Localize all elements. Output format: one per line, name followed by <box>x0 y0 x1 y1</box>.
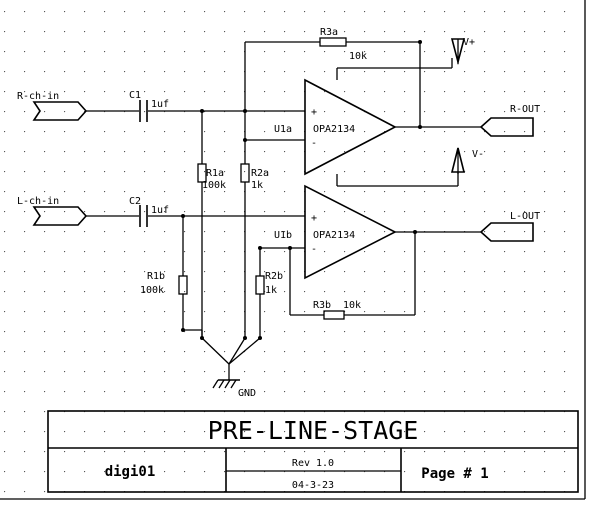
title-block-revision: Rev 1.0 <box>292 458 334 469</box>
r1b-ref: R1b <box>147 271 165 282</box>
junction-dot <box>413 230 417 234</box>
junction-dot <box>181 328 185 332</box>
u1b-ref: U1b <box>274 230 292 241</box>
capacitor-c1: C1 1uf <box>129 90 169 122</box>
r3b-ref: R3b <box>313 300 331 311</box>
title-block-author: digi01 <box>105 464 156 480</box>
power-symbol-vplus: V+ <box>450 37 475 66</box>
junction-dot <box>243 336 247 340</box>
r3a-ref: R3a <box>320 27 338 38</box>
r2b-ref: R2b <box>265 271 283 282</box>
junction-dot <box>258 336 262 340</box>
vminus-label: V- <box>472 149 484 160</box>
title-block-title: PRE-LINE-STAGE <box>208 416 419 445</box>
r1b-value: 100k <box>140 285 164 296</box>
junction-dot <box>418 125 422 129</box>
output-label-right: R-OUT <box>510 104 540 115</box>
ground-label: GND <box>238 388 256 399</box>
junction-dot <box>288 246 292 250</box>
junction-dot <box>181 214 185 218</box>
u1b-part: OPA2134 <box>313 230 355 241</box>
input-label-right: R-ch-in <box>17 91 59 102</box>
output-connector-left: L-OUT <box>479 211 540 242</box>
r3b-value: 10k <box>343 300 361 311</box>
junction-dot <box>200 336 204 340</box>
c1-value: 1uf <box>151 99 169 110</box>
opamp-u1a: + - U1a OPA2134 <box>274 78 397 176</box>
grid-background <box>0 0 584 500</box>
opamp-u1b: + - U1b OPA2134 <box>274 184 397 280</box>
junction-dots <box>181 40 422 340</box>
r3a-value: 10k <box>349 51 367 62</box>
c1-ref: C1 <box>129 90 141 101</box>
input-connector-left: L-ch-in <box>17 196 88 226</box>
title-block: PRE-LINE-STAGE digi01 Rev 1.0 04-3-23 Pa… <box>47 410 579 493</box>
ground-symbol: GND <box>212 364 256 399</box>
power-symbol-vminus: V- <box>450 147 484 174</box>
u1a-minus: - <box>311 138 317 149</box>
junction-dot <box>200 109 204 113</box>
u1b-minus: - <box>311 244 317 255</box>
u1a-plus: + <box>311 107 317 118</box>
capacitor-c2: C2 1uf <box>129 196 169 227</box>
ground-star <box>201 330 261 365</box>
r1a-ref: R1a <box>206 168 224 179</box>
c2-value: 1uf <box>151 205 169 216</box>
junction-dot <box>258 246 262 250</box>
u1b-plus: + <box>311 213 317 224</box>
junction-dot <box>243 109 247 113</box>
u1a-part: OPA2134 <box>313 124 355 135</box>
input-label-left: L-ch-in <box>17 196 59 207</box>
r2a-ref: R2a <box>251 168 269 179</box>
input-connector-right: R-ch-in <box>17 91 88 121</box>
c2-ref: C2 <box>129 196 141 207</box>
page-border <box>0 0 586 500</box>
r2a-value: 1k <box>251 180 263 191</box>
title-block-page: Page # 1 <box>421 466 488 482</box>
junction-dot <box>418 40 422 44</box>
u1a-ref: U1a <box>274 124 292 135</box>
output-connector-right: R-OUT <box>479 104 540 137</box>
output-label-left: L-OUT <box>510 211 540 222</box>
r2b-value: 1k <box>265 285 277 296</box>
title-block-date: 04-3-23 <box>292 480 334 491</box>
junction-dot <box>243 138 247 142</box>
r1a-value: 100k <box>202 180 226 191</box>
vplus-label: V+ <box>463 37 475 48</box>
